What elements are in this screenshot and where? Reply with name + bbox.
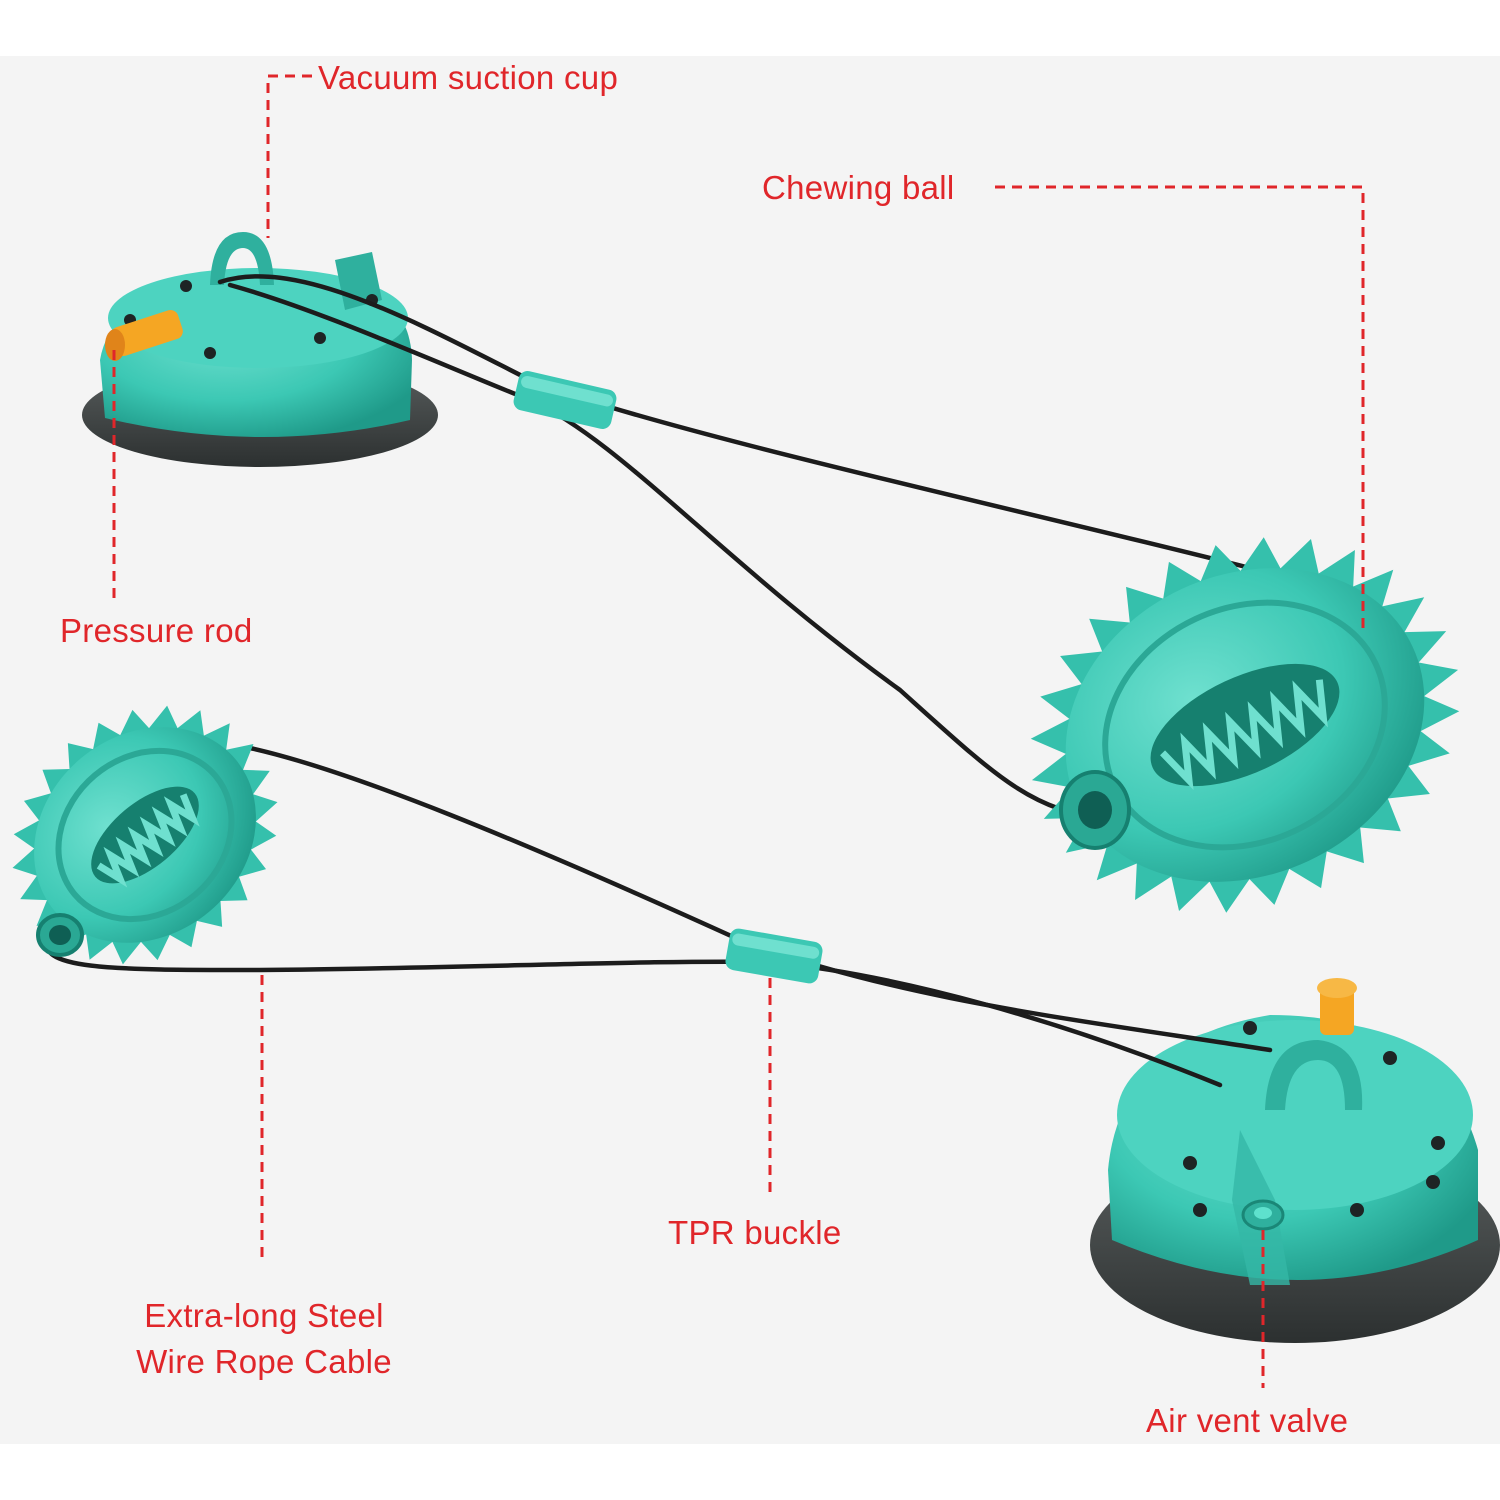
cable-bottom-lower <box>44 932 1223 1088</box>
cable-top-lower <box>227 282 1113 823</box>
tpr-buckle-bottom <box>725 928 823 984</box>
leader-chewing-ball <box>995 185 1365 635</box>
label-air-vent-valve: Air vent valve <box>1146 1402 1349 1439</box>
bottom-cup-screws <box>1183 1021 1445 1217</box>
top-pressure-rod <box>105 309 183 361</box>
label-tpr-buckle: TPR buckle <box>668 1214 842 1251</box>
chewing-ball-large <box>1030 537 1460 913</box>
bottom-cup-top-face <box>1117 1020 1473 1210</box>
bottom-suction-cup <box>1090 978 1500 1343</box>
top-cup-top-face <box>108 268 408 368</box>
bottom-pressure-rod <box>1317 978 1357 1035</box>
leader-lines <box>112 74 1365 1388</box>
air-vent-valve-part <box>1241 1199 1285 1231</box>
chewing-ball-small <box>12 705 278 965</box>
tpr-buckle-top <box>513 371 617 429</box>
leader-vacuum-suction-cup <box>266 74 312 238</box>
bottom-cup-handle-loop <box>1265 1040 1363 1110</box>
label-vacuum-suction-cup: Vacuum suction cup <box>318 59 619 96</box>
label-extra-long-cable: Extra-long Steel Wire Rope Cable <box>108 1293 420 1385</box>
label-extra-long-cable-line2: Wire Rope Cable <box>136 1343 392 1381</box>
label-pressure-rod: Pressure rod <box>60 612 253 649</box>
top-cup-handle-loop <box>210 232 274 285</box>
label-chewing-ball: Chewing ball <box>762 169 955 206</box>
label-extra-long-cable-line1: Extra-long Steel <box>144 1297 384 1334</box>
